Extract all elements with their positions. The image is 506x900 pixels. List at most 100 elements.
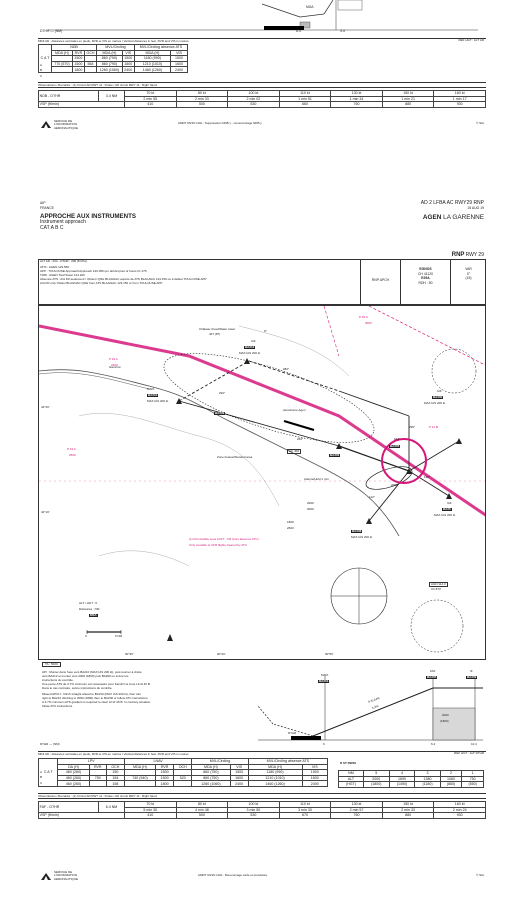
approach-rnp: RNP [451,252,465,258]
cat-header: C A T [37,758,59,787]
aerodrome-name: LA GARENNE [443,214,484,221]
speed-table-previous: NDB - DTHR 3.4 NM 70 kt 80 kt 100 kt 110… [38,89,486,108]
footer-amdt: AMDT 03/19 CHG : Renommage carte et proc… [198,873,268,877]
plan-view-map: Château d'eau/Water tower 407 (87) Garon… [38,305,486,660]
mda-label: MDA [306,5,314,9]
comm-box [38,259,486,305]
profile-faf: BA205 [426,675,438,680]
footer-amdt: AMDT 05/15 CHG : Suppression NDB y - ren… [178,121,262,125]
holding-label: Attente/Hold 1 min [304,477,329,481]
dist-table-title: D ST RW29 [340,761,356,765]
profile-dist-0: 0 [323,742,325,746]
atc-note-2: Only possible to VFR flights cleared by … [189,543,247,547]
holding-alt-2: 3000 [307,507,314,511]
alt-label-4: 1800 [287,520,294,524]
comm-app: APP : TOULOUSE Approach/Approach 120.050… [40,268,147,273]
track-082: 082° [283,367,290,371]
heights-note: MINI AD : distances verticales en pieds,… [38,38,486,43]
vsp-label: VSP (ft/min) [38,812,125,819]
sub-och: OCH [83,49,98,57]
scale-0: 0 [85,634,87,638]
remarks: Observations / Remarks : (1) Circuit AD … [38,793,486,800]
cat-b: B [40,68,43,73]
var-year: (15) [465,276,472,281]
profile-dist-label: DTHR — (NM) [40,742,60,746]
alt-label-5: 2600 [287,526,294,530]
sia-logo-icon [41,121,51,128]
holding-alt-1: 2000 [307,501,314,505]
coord-1: 00°30' [125,652,134,656]
wpt-ba205-sub: FAF [394,437,400,441]
ref-hgt: REF HGT : ALT DTHR [454,751,484,755]
tower-alt: 407 (87) [209,332,221,336]
footer-org: SERVICE DE L'INFORMATION AERONAUTIQUE [54,119,79,130]
coord-4: 44°10' [41,510,50,514]
egnos-channel: CH 41120 [417,271,433,276]
comm-lines: ATIS : AGEN 129.565 APP : TOULOUSE Appro… [40,265,207,285]
wpt-ba205-alt: 2000 [391,483,398,487]
profile-dist-1: 6.4 [431,742,436,746]
wpt-ba202: BA202 [329,453,341,458]
aerodrome-label: Aérodrome Agen [283,408,306,412]
footer-org: SERVICE DE L'INFORMATION AERONAUTIQUE [54,870,79,881]
country: AIP [40,201,46,205]
table-row: 460 (260) 158 1800 1260 (1060) 2400 1460… [39,780,328,787]
wpt-ba210-alt: MAX IAS 200 kt [147,399,169,403]
rdh: RDH : 50 [418,280,433,285]
rnp-apch-box: RNP APCH [360,259,400,305]
vor-alt-note: ALT / HGT : ft [79,601,98,605]
track-112: 112° [369,495,375,499]
coord-3: 00°50' [325,652,334,656]
speed-table: FAF - DTHR 6.4 NM 70 kt 80 kt 100 kt 110… [38,800,486,819]
ref-note: REF HGT : ALT AD [458,38,484,42]
zone-label: Zone boisée/Wooded area [217,455,253,459]
profile-mapt: BA210 [318,679,330,684]
cat-c: C [40,73,43,78]
wpt-ba210: BA210 [147,393,159,398]
atc-note-1: (1) Permissible sous ACFT - FR (hors abs… [189,537,259,541]
egnos-box: EGNOS CH 41120 E29A RDH : 50 [400,259,450,305]
nav-fix: AGN 114.0 [429,582,448,588]
egnos-label: EGNOS [419,267,432,271]
cat-b: B [40,775,43,780]
msa-label: MSA [89,613,98,618]
restricted-area-2: P 24 A [67,447,76,451]
vsp-label: VSP (ft/min) [38,101,125,108]
wpt-ba20-sub: IAF [447,501,452,505]
comm-absence-ats-en: A/A FR only Obtain BLAGNAC QNH from ATS … [40,280,163,285]
speed-row-label: FAF - DTHR [38,800,99,814]
speed-row-label: NDB - DTHR [38,89,99,103]
wpt-ba200-alt: MAX IAS 200 kt [424,401,446,405]
track-9: 9° [264,329,267,333]
profile-if-sub: IF [470,669,473,673]
approach-type: RNP RWY 29 [452,252,484,259]
comm-twr: TWR : AGEN Tour/Tower 121.200 [40,272,85,277]
alt-label-1: 3000 [365,321,372,325]
profile-if: BA209 [466,675,478,680]
aerodrome-code: AGEN [422,214,442,221]
profile-dthr: DTHR [288,731,297,735]
distance-table: NM 5 4 3 2 1 ALT 2000 1690 1380 1060 750… [338,770,484,788]
missed-approach-text: API : Monter dans l'axe vers BA210 (MAX … [42,670,151,709]
alt-line: ALT AD : 204 - DTHR : 200 (8 hPa) [40,259,87,263]
approach-rwy: RWY 29 [465,252,484,258]
distance-value-1: 6.4 [296,29,301,33]
comm-absence-ats: Absence ATS : A/A FR seulement / Obtenir… [40,276,207,281]
chart-date: 15 AUG 19 [467,206,484,210]
cat-a: A [40,770,43,774]
cat-letters: A B C [40,52,52,78]
wpt-ba212-alt: MAX IAS 200 kt [239,351,261,355]
chart-ref: AD 2 LFBA AC RWY29 RNP [420,200,484,206]
cat-letters: A B C [40,766,50,785]
wpt-ba208: BA208 [351,529,363,534]
var-label: VAR [465,267,472,271]
nav-fix-sub: Ch 87X [431,587,442,591]
track-290: 290° [409,425,416,429]
aerodrome: AGEN LA GARENNE [423,214,484,221]
minima-note: MINI AD : distances verticales en pieds,… [38,751,486,756]
track-292: 292° [219,391,226,395]
profile-dist-2: 10.4 [471,742,477,746]
footer-code: © SIA [476,873,484,877]
wpt-ba200: BA200 [432,395,444,400]
